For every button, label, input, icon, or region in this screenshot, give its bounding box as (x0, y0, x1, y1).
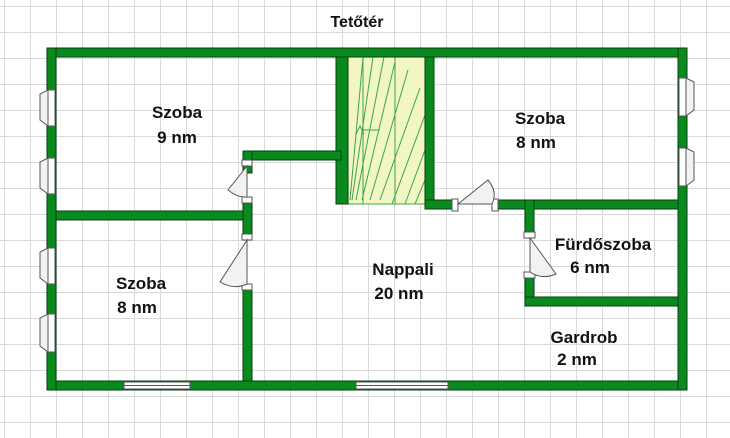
stair-wall-right (424, 56, 435, 205)
wall-szoba-divider (55, 210, 248, 221)
window-right-1 (678, 77, 695, 117)
room-area: 6 nm (570, 258, 610, 277)
window-bottom-2 (355, 381, 449, 390)
wall-inner-vertical-2 (242, 202, 253, 235)
staircase-steps (349, 56, 426, 205)
doors (219, 159, 557, 291)
plan-title: Tetőtér (330, 14, 383, 31)
room-area: 2 nm (557, 350, 597, 369)
windows (39, 77, 695, 390)
window-left-1 (39, 89, 56, 127)
wall-right-block-top-b (496, 199, 679, 210)
window-bottom-1 (123, 381, 191, 390)
wall-top (46, 47, 688, 58)
room-nappali: Nappali 20 nm (372, 260, 433, 303)
door-szoba-8-left (219, 233, 253, 291)
room-furdoszoba: Fürdőszoba 6 nm (555, 235, 652, 277)
window-right-2 (678, 147, 695, 187)
room-area: 8 nm (516, 133, 556, 152)
room-szoba-9: Szoba 9 nm (152, 103, 203, 147)
stair-wall-left (335, 56, 349, 205)
room-area: 9 nm (157, 128, 197, 147)
window-left-2 (39, 157, 56, 195)
room-szoba-8-right: Szoba 8 nm (515, 109, 566, 152)
room-name: Nappali (372, 260, 433, 279)
door-nappali-hall (451, 179, 499, 212)
door-furdoszoba (523, 231, 557, 279)
room-area: 20 nm (374, 284, 423, 303)
room-szoba-8-left: Szoba 8 nm (116, 274, 167, 317)
room-labels: Szoba 9 nm Szoba 8 nm Szoba 8 nm Nappali… (116, 103, 652, 369)
room-gardrob: Gardrob 2 nm (550, 328, 617, 369)
window-left-4 (39, 313, 56, 353)
wall-right (677, 47, 688, 391)
wall-bath-left-a (524, 199, 535, 233)
window-left-3 (39, 247, 56, 285)
wall-inner-vertical-3 (242, 289, 253, 382)
room-area: 8 nm (117, 298, 157, 317)
staircase (347, 56, 426, 205)
room-name: Szoba (515, 109, 566, 128)
wall-szoba-9-bottom (246, 150, 342, 161)
room-name: Szoba (116, 274, 167, 293)
wall-bath-bottom (524, 296, 679, 307)
room-name: Gardrob (550, 328, 617, 347)
room-name: Szoba (152, 103, 203, 122)
room-name: Fürdőszoba (555, 235, 652, 254)
door-szoba-9 (227, 159, 253, 204)
